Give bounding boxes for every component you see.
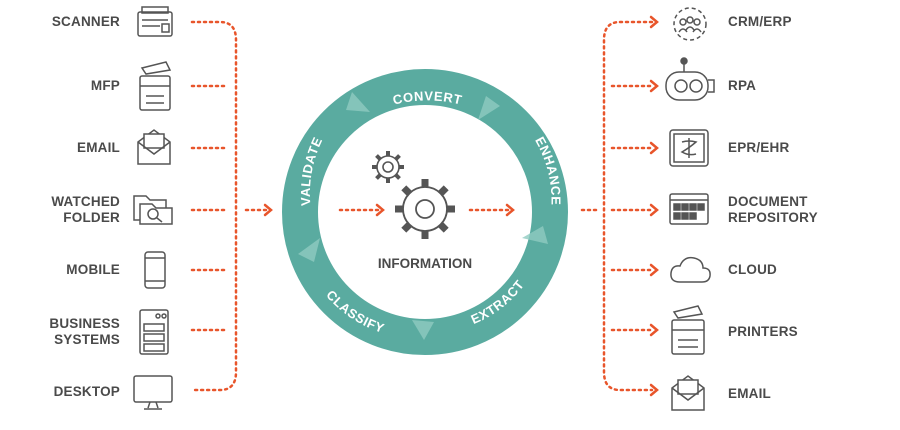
destination-label-crm-erp: CRM/ERP — [728, 14, 792, 29]
source-label-email: EMAIL — [77, 140, 120, 155]
business-systems-icon — [139, 309, 169, 355]
destination-label-printers: PRINTERS — [728, 324, 798, 339]
email-icon — [137, 129, 171, 165]
source-label-desktop: DESKTOP — [53, 384, 120, 399]
watched-folder-icon — [133, 195, 173, 225]
mfp-icon — [139, 61, 172, 111]
printers-icon — [671, 305, 705, 355]
source-label-scanner: SCANNER — [51, 14, 120, 29]
mobile-icon — [144, 251, 166, 289]
epr-ehr-icon — [669, 129, 709, 167]
source-label-watched-folder: WATCHED FOLDER — [51, 194, 120, 225]
destination-label-epr-ehr: EPR/EHR — [728, 140, 790, 155]
desktop-icon — [133, 375, 173, 410]
left-connectors — [190, 20, 273, 392]
destination-label-cloud: CLOUD — [728, 262, 777, 277]
large-gear-icon — [395, 179, 455, 239]
center-arrow-out — [468, 203, 515, 217]
destination-label-rpa: RPA — [728, 78, 757, 93]
scanner-icon — [137, 6, 173, 37]
source-label-mobile: MOBILE — [66, 262, 120, 277]
cloud-icon — [670, 256, 711, 283]
process-ring — [282, 69, 568, 355]
small-gear-icon — [372, 151, 404, 183]
destination-label-email: EMAIL — [728, 386, 771, 401]
source-label-mfp: MFP — [90, 78, 120, 93]
center-label: INFORMATION — [377, 256, 473, 271]
center-arrow-in — [338, 203, 385, 217]
stage-convert: CONVERT — [391, 88, 463, 107]
destination-label-document-repository: DOCUMENT REPOSITORY — [728, 194, 818, 225]
right-connectors — [580, 15, 659, 397]
crm-erp-icon — [673, 7, 707, 41]
email-icon — [671, 375, 705, 411]
rpa-icon — [665, 57, 715, 101]
document-repository-icon — [669, 193, 709, 225]
source-label-business-systems: BUSINESS SYSTEMS — [49, 316, 120, 347]
